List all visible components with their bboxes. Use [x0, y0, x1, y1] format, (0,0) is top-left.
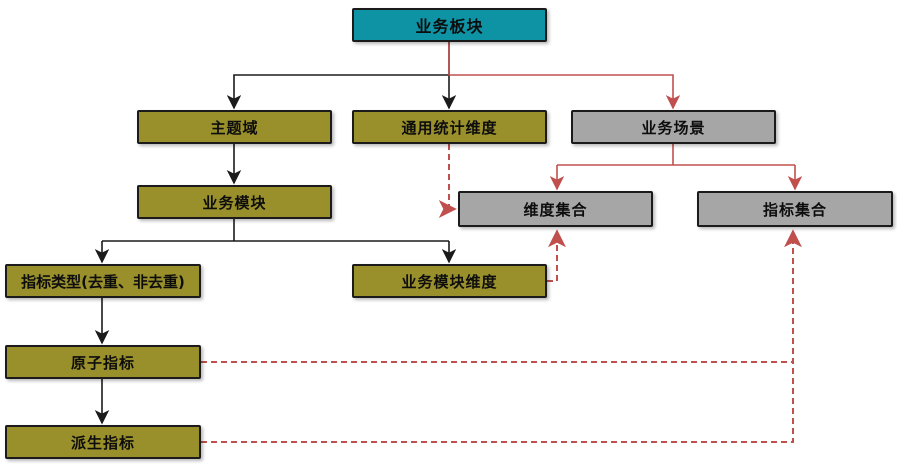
node-subject-domain: 主题域: [137, 110, 332, 144]
edge-biz-module-dim-to-dim-set: [547, 229, 566, 282]
edge-common-stat-dim-to-dim-set: [438, 144, 457, 218]
node-metric-type: 指标类型(去重、非去重): [5, 264, 201, 298]
node-atomic-metric: 原子指标: [5, 345, 201, 379]
node-dim-set: 维度集合: [458, 191, 653, 227]
edge-biz-scenario-stem: [557, 144, 795, 166]
edge-biz-module-stem: [102, 219, 449, 242]
node-biz-sector: 业务板块: [352, 8, 547, 42]
node-derived-metric: 派生指标: [5, 425, 201, 459]
edge-biz-sector-to-subject-domain: [226, 42, 450, 110]
node-common-stat-dim: 通用统计维度: [352, 110, 547, 144]
edge-biz-sector-to-biz-scenario: [448, 42, 681, 110]
edge-derived-metric-to-metric-set: [201, 229, 802, 443]
node-biz-module: 业务模块: [137, 185, 332, 219]
node-metric-set: 指标集合: [697, 191, 893, 227]
node-biz-module-dim: 业务模块维度: [352, 264, 547, 298]
node-biz-scenario: 业务场景: [571, 110, 776, 144]
